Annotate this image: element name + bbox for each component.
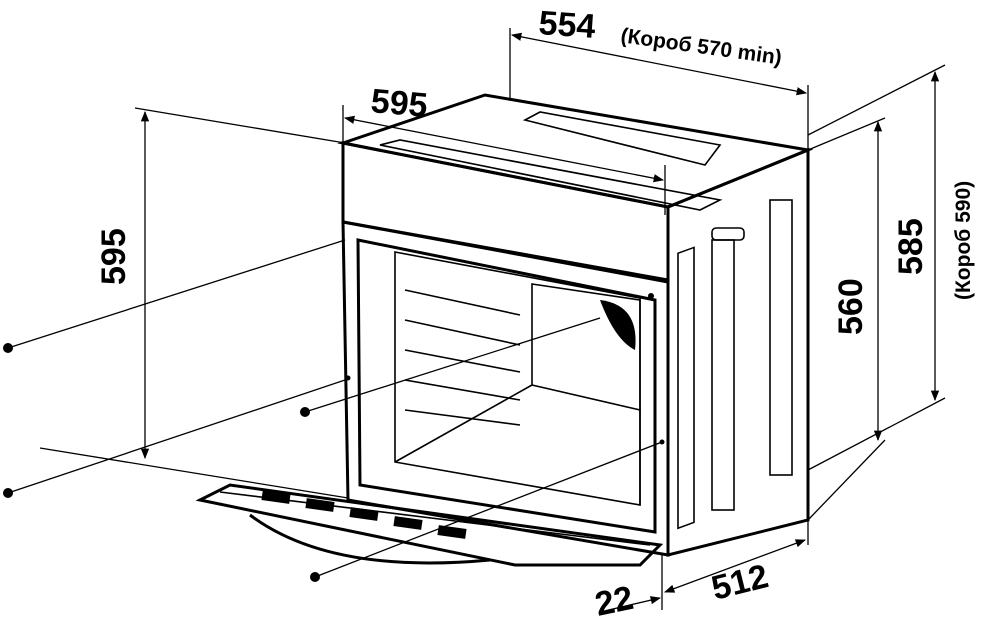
top-vent [522,111,722,166]
leader-dot [3,488,13,498]
dim-height-label: 595 [95,228,133,285]
oven-side [666,147,810,557]
leader-lines [3,239,665,582]
dim-560-label: 560 [832,278,870,335]
fan-cover [600,300,636,350]
dim-22-label: 22 [592,579,637,624]
leader-dot [310,572,320,582]
side-ribs [677,199,793,530]
dim-585-label: 585 [892,218,930,275]
cavity-frame [356,238,657,534]
rack-rails [404,289,521,426]
dim-554-note: (Короб 570 min) [619,24,783,69]
oven-body [337,93,814,557]
dim-width-label: 595 [369,82,429,125]
leader-dot [300,407,310,417]
leader-dot [3,343,13,353]
dim-554-label: 554 [537,4,596,46]
door-handle-blocks [261,490,467,539]
control-panel [341,141,670,282]
dim-585-note: (Короб 590) [952,181,975,300]
dim-512-label: 512 [708,557,772,608]
dimension-lines [39,28,946,613]
oven-door-open [195,483,664,567]
